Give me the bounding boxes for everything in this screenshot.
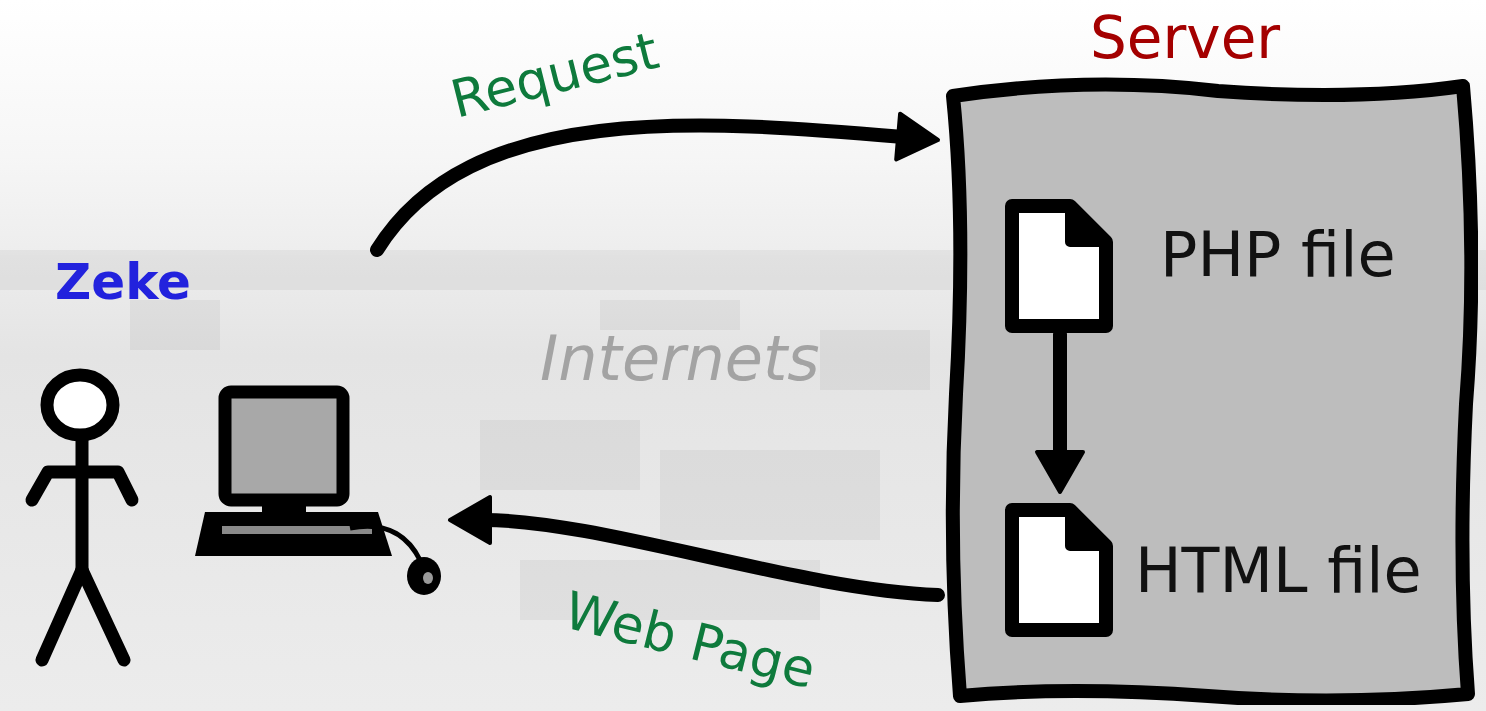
connector xyxy=(377,114,938,250)
file-node: HTML file xyxy=(1000,492,1450,647)
file-fold xyxy=(1070,510,1106,546)
connector xyxy=(450,497,938,595)
file-outline xyxy=(1012,510,1106,630)
server-box: ServerPHP fileHTML file xyxy=(938,4,1478,705)
connector xyxy=(1037,334,1083,492)
file-outline xyxy=(1012,206,1106,326)
connector-line xyxy=(377,125,904,250)
server-heading: Server xyxy=(1090,4,1280,74)
connector-line xyxy=(1053,334,1067,458)
user-name: Zeke xyxy=(55,252,191,312)
label-holder: Internets xyxy=(540,322,820,396)
user-node: Zeke xyxy=(20,250,450,690)
file-name: HTML file xyxy=(1135,534,1422,608)
file-node: PHP file xyxy=(1000,184,1440,334)
file-icon xyxy=(1000,500,1118,640)
watermark: Internets xyxy=(540,322,820,396)
file-name: PHP file xyxy=(1160,218,1396,292)
server-border xyxy=(953,85,1472,701)
computer-illustration xyxy=(195,392,441,595)
connector-line xyxy=(484,520,938,595)
file-icon xyxy=(1000,196,1118,336)
file-fold xyxy=(1070,206,1106,242)
